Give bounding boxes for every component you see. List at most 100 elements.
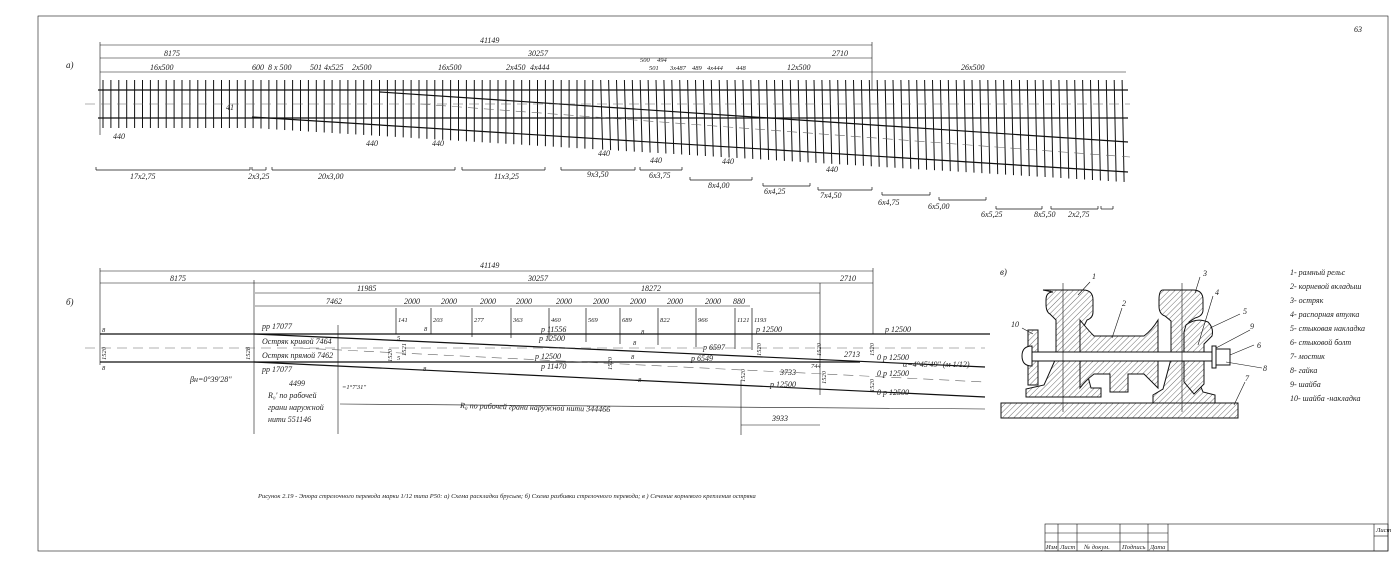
sleeper [947, 79, 951, 172]
spacing: 12x500 [787, 63, 811, 72]
dim: 2000 [705, 297, 721, 306]
dim-3733: 3733 [779, 368, 796, 377]
gap: 41 [226, 103, 234, 112]
label-r0: R₀ по рабочей грани наружной нити 344466 [459, 401, 610, 414]
radius: 0 р 12500 [877, 369, 909, 378]
sleeper [647, 79, 651, 153]
legend-item: 8- гайка [1290, 366, 1317, 375]
sleeper [671, 79, 675, 155]
dim: 2000 [630, 297, 646, 306]
sleeper [900, 79, 904, 169]
length-group: 7x4,50 [820, 191, 842, 200]
sleeper [876, 79, 880, 167]
sleeper [766, 79, 770, 160]
sleeper [932, 79, 935, 171]
dim-8175: 8175 [170, 274, 186, 283]
legend-item: 2- корневой вкладыш [1290, 282, 1361, 291]
sleeper [1050, 79, 1054, 178]
mark: 5 [397, 335, 401, 342]
spacing: 8 x 500 [268, 63, 292, 72]
dim: 2000 [441, 297, 457, 306]
callout: 5 [1243, 307, 1247, 316]
bolt-head [1021, 345, 1033, 367]
callout: 9 [1250, 322, 1254, 331]
spacing: 500 [640, 57, 651, 64]
part-a-label: а) [66, 60, 74, 70]
spacing: 26x500 [961, 63, 985, 72]
dim-overall: 41149 [480, 36, 499, 45]
dim: 2000 [593, 297, 609, 306]
washer [1211, 345, 1217, 369]
sleeper [774, 79, 777, 161]
callout: 4 [1215, 288, 1219, 297]
ordinate-value: 569 [588, 317, 599, 324]
width: 1520 [607, 356, 614, 370]
width: 1520 [869, 378, 876, 392]
sleeper [1034, 79, 1038, 177]
spacing: 501 [649, 65, 659, 72]
dim: 2000 [667, 297, 683, 306]
callouts: 1 2 3 4 5 6 7 8 9 10 [1011, 269, 1267, 406]
spacing: 2x450 [506, 63, 526, 72]
sleeper-spacing-dims: 16x500 600 8 x 500 501 4x525 2x500 16x50… [150, 57, 985, 72]
sleeper [600, 79, 604, 150]
gap: 440 [826, 165, 838, 174]
spacing: 494 [657, 57, 668, 64]
sleeper [797, 79, 801, 162]
dim: 2000 [404, 297, 420, 306]
sleeper [868, 79, 872, 167]
sleeper [1082, 79, 1086, 180]
length-group: 17x2,75 [130, 172, 156, 181]
gauge-widths: 1520 1528 1520 1521 1520 1520 1520 1520 … [101, 342, 876, 392]
gap: 440 [650, 156, 662, 165]
sleeper [892, 79, 896, 168]
width: 1520 [869, 342, 876, 356]
curved-outer-rail [253, 361, 986, 398]
mark: 8 [424, 326, 428, 333]
length-group: 2x3,25 [248, 172, 270, 181]
part-b-label: б) [66, 297, 74, 307]
ordinate-value: 689 [622, 317, 633, 324]
part-a-sleeper-layout: а) 41149 8175 30257 2710 16x500 600 8 x … [66, 36, 1131, 219]
callout: 2 [1122, 299, 1126, 308]
spacing: 16x500 [150, 63, 174, 72]
legend-item: 7- мостик [1290, 352, 1325, 361]
sleeper-length-labels: 17x2,75 2x3,25 20x3,00 11x3,25 9x3,50 6x… [130, 170, 1090, 219]
mark: 8 [423, 366, 427, 373]
ordinate-value: 1193 [754, 317, 767, 324]
part-b-setting-out: б) 41149 8175 30257 2710 11985 18272 746… [66, 261, 990, 435]
sleeper [916, 79, 920, 170]
dim-8175: 8175 [164, 49, 180, 58]
legend: 1- рамный рельс 2- корневой вкладыш 3- о… [1289, 268, 1365, 403]
width: 1520 [816, 342, 823, 356]
ordinate-value: 460 [551, 317, 562, 324]
part-c-label: в) [1000, 267, 1007, 277]
dim: 2000 [480, 297, 496, 306]
spacing: 501 [310, 63, 322, 72]
dim-3933: 3933 [771, 414, 788, 423]
label-blade-curved: Остряк кривой 7464 [262, 337, 332, 346]
sleeper [924, 79, 928, 170]
length-group: 6x5,25 [981, 210, 1003, 219]
sleeper [971, 79, 975, 173]
sleeper [1003, 79, 1007, 175]
length-group: 2x2,75 [1068, 210, 1090, 219]
sleeper [1011, 79, 1014, 176]
spacing: 4x444 [530, 63, 550, 72]
sleeper [908, 79, 912, 169]
sleeper [805, 79, 809, 163]
bridge-plate [1000, 402, 1239, 419]
legend-item: 10- шайба -накладка [1290, 394, 1360, 403]
dim: 2000 [556, 297, 572, 306]
label-r0-prime: нити 551146 [268, 415, 311, 424]
col-header: № докум. [1083, 544, 1110, 551]
sleeper [939, 79, 943, 171]
length-group: 6x4,75 [878, 198, 900, 207]
sleeper [639, 79, 643, 153]
dim-30257: 30257 [527, 274, 549, 283]
gap-dims: 41 440 440 440 440 440 440 440 [113, 103, 838, 174]
mark: 8 [638, 377, 642, 384]
legend-item: 4- распорная втулка [1290, 310, 1359, 319]
